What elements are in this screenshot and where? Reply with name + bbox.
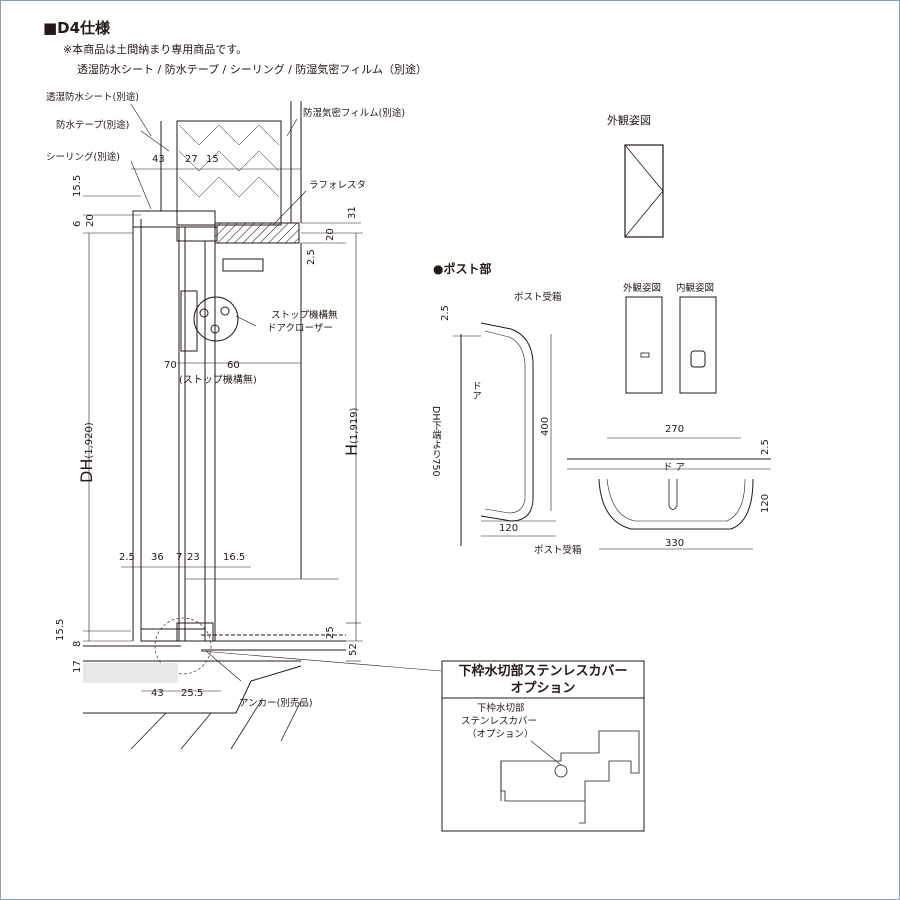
exterior-view-title: 外観姿図 [607,114,651,127]
dim-b-15-5: 15.5 [55,618,66,641]
post-dim-270: 270 [665,424,685,435]
post-dim-120-top: 120 [760,493,771,513]
post-dim-330: 330 [665,538,685,549]
dim-31: 31 [347,206,358,219]
post-from-dh: DH下端より750 [430,406,441,477]
post-section-title: ●ポスト部 [433,262,492,276]
dim-27: 27 [185,154,198,165]
dim-20-sill: 20 [325,228,336,241]
dim-b-7: 7 [176,552,183,563]
dim-2-5: 2.5 [306,249,317,265]
label-stop-none: ストップ機構無 [271,310,338,321]
note-line-2: 透湿防水シート / 防水テープ / シーリング / 防湿気密フィルム（別途） [77,63,427,76]
dim-b-43: 43 [151,688,164,699]
dim-43: 43 [152,154,165,165]
dim-15: 15 [206,154,219,165]
dim-dh-label: DH(1,920) [77,422,96,483]
label-stop-paren: (ストップ機構無) [179,375,257,386]
dim-b-2-5: 2.5 [119,552,135,563]
dim-b-25-5: 25.5 [181,688,204,699]
label-laforesta: ラフォレスタ [309,180,367,191]
post-door-horizontal: ド ア [663,462,686,473]
option-title-line2: オプション [510,681,576,696]
label-vapor-film: 防湿気密フィルム(別途) [303,108,406,119]
option-caption-3: （オプション） [467,729,534,740]
post-dim-2-5: 2.5 [440,305,451,321]
dim-70: 70 [164,360,177,371]
label-moisture-sheet: 透湿防水シート(別途) [46,92,139,103]
label-door-closer: ドアクローザー [267,323,333,334]
note-line-1: ※本商品は土間納まり専用商品です。 [63,43,248,56]
option-caption-2: ステンレスカバー [461,716,538,727]
dim-h-label: H(1,919) [342,407,361,456]
post-dim-400: 400 [540,416,551,436]
label-sealing: シーリング(別途) [46,152,120,163]
post-dim-120-side: 120 [499,523,519,534]
dim-b-8: 8 [72,640,83,647]
dim-b-16-5: 16.5 [223,552,246,563]
dim-6: 6 [72,220,83,227]
post-dim-2-5-top: 2.5 [760,439,771,455]
option-caption-1: 下枠水切部 [477,703,525,714]
post-exterior-view: 外観姿図 [623,283,662,294]
post-interior-view: 内観姿図 [676,283,715,294]
dim-15-5-top: 15.5 [72,174,83,197]
dim-b-25: 25 [325,626,336,639]
dim-60: 60 [227,360,240,371]
page-title: ■D4仕様 [43,19,111,37]
dim-b-17: 17 [72,660,83,673]
dim-b-52: 52 [348,643,359,656]
label-waterproof-tape: 防水テープ(別途) [56,120,130,131]
post-receiver-top: ポスト受箱 [514,292,562,303]
post-door-vertical: ドア [470,381,481,400]
dim-20-top: 20 [85,214,96,227]
dim-b-23: 23 [187,552,200,563]
label-anchor: アンカー(別売品) [239,698,313,709]
option-title-line1: 下枠水切部ステンレスカバー [458,664,628,679]
dim-b-36: 36 [151,552,164,563]
post-receiver-bottom: ポスト受箱 [534,545,582,556]
